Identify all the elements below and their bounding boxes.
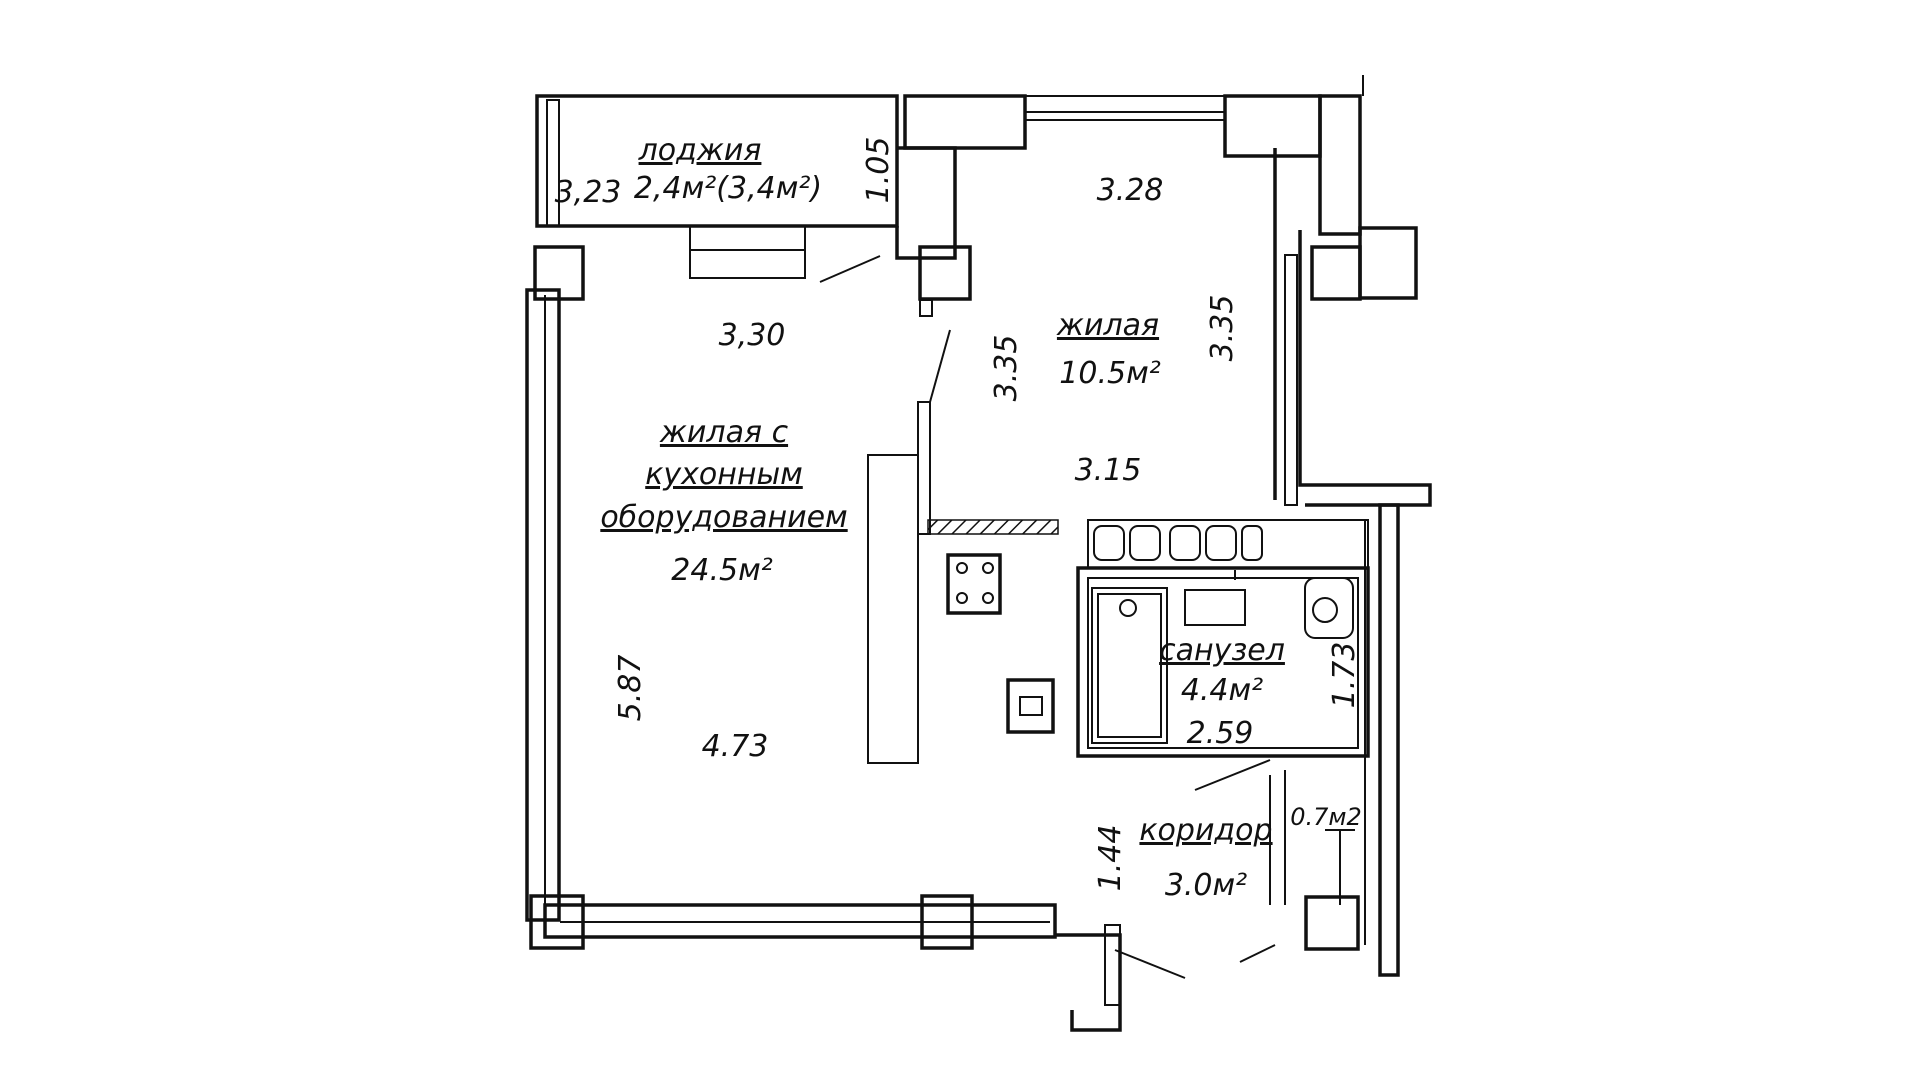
bathroom-width-dimension: 2.59 <box>1187 716 1254 751</box>
bedroom-right-dimension: 3.35 <box>1205 295 1240 362</box>
bathroom-area: 4.4м² <box>1181 673 1263 708</box>
columns <box>529 245 1362 951</box>
living-area: 24.5м² <box>671 553 772 588</box>
closet-area: 0.7м2 <box>1290 803 1362 831</box>
loggia-depth: 1.05 <box>861 137 896 204</box>
living-name-line-3: оборудованием <box>600 500 847 535</box>
fixtures <box>946 525 1354 744</box>
corridor-area: 3.0м² <box>1165 868 1247 903</box>
loggia-name: лоджия <box>638 133 762 168</box>
living-name-line-2: кухонным <box>645 457 803 492</box>
bedroom-area: 10.5м² <box>1059 356 1160 391</box>
living-height-dimension: 5.87 <box>613 655 648 722</box>
bedroom-left-dimension: 3.35 <box>989 335 1024 402</box>
bedroom-bottom-dimension: 3.15 <box>1075 453 1142 488</box>
loggia-walls <box>535 94 899 279</box>
labels: лоджия 3,23 2,4м²(3,4м²) 1.05 3.28 жилая… <box>555 133 1362 903</box>
loggia-area: 2,4м²(3,4м²) <box>634 171 822 206</box>
corridor-name: коридор <box>1139 813 1272 848</box>
living-top-dimension: 3,30 <box>719 318 786 353</box>
bathroom-height-dimension: 1.73 <box>1327 642 1362 709</box>
corridor-height-dimension: 1.44 <box>1093 825 1128 892</box>
bedroom-top-dimension: 3.28 <box>1097 173 1164 208</box>
living-name-line-1: жилая с <box>659 415 789 450</box>
exterior-walls <box>525 75 1432 1032</box>
bedroom-name: жилая <box>1056 308 1159 343</box>
interior-walls <box>819 255 1370 979</box>
bathroom-name: санузел <box>1159 633 1285 668</box>
loggia-width: 3,23 <box>555 175 622 210</box>
living-width-dimension: 4.73 <box>702 729 769 764</box>
